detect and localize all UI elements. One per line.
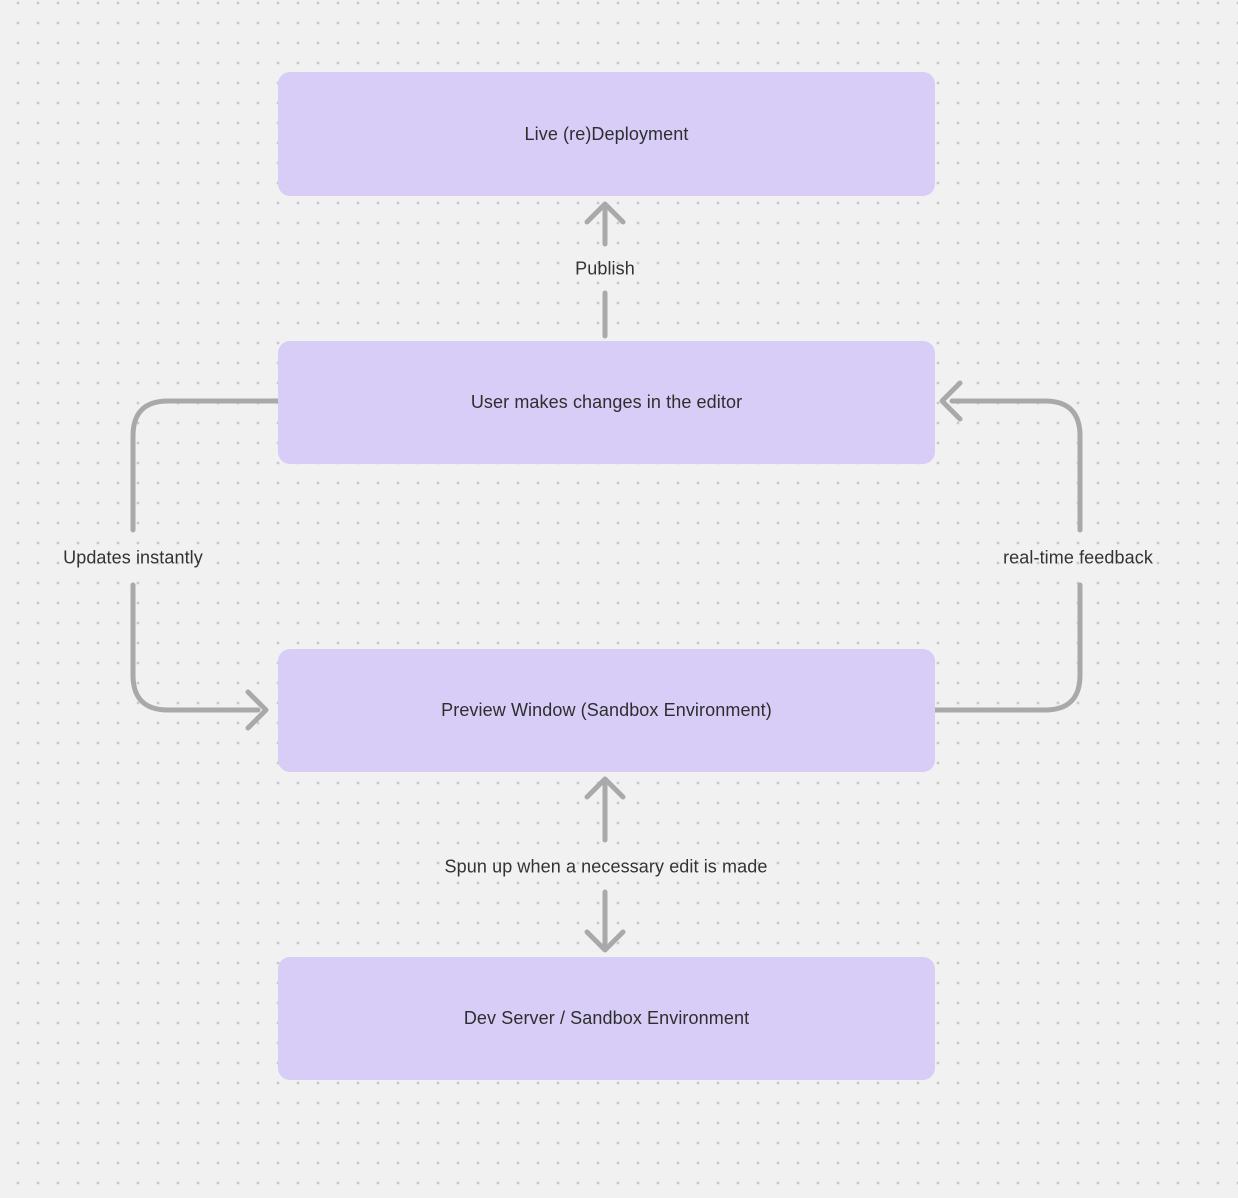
node-user-editor-label: User makes changes in the editor: [470, 392, 743, 412]
edge-publish-arrow[interactable]: [584, 201, 626, 339]
edge-spun-up-arrow[interactable]: [584, 776, 626, 953]
edge-updates-instantly-label: Updates instantly: [63, 547, 203, 568]
edge-updates-instantly-arrow[interactable]: [130, 398, 281, 731]
edge-realtime-feedback-label: real-time feedback: [1003, 547, 1153, 568]
edge-spun-up-label: Spun up when a necessary edit is made: [444, 856, 768, 877]
node-dev-server[interactable]: Dev Server / Sandbox Environment: [278, 957, 935, 1080]
node-preview-window-label: Preview Window (Sandbox Environment): [441, 700, 772, 720]
node-live-redeployment-label: Live (re)Deployment: [524, 123, 689, 144]
node-dev-server-label: Dev Server / Sandbox Environment: [463, 1008, 750, 1028]
edge-realtime-feedback-arrow[interactable]: [932, 380, 1083, 713]
node-live-redeployment[interactable]: Live (re)Deployment: [278, 72, 935, 196]
node-preview-window[interactable]: Preview Window (Sandbox Environment): [278, 649, 935, 772]
edge-publish-label: Publish: [575, 258, 635, 279]
node-user-editor[interactable]: User makes changes in the editor: [278, 341, 935, 464]
